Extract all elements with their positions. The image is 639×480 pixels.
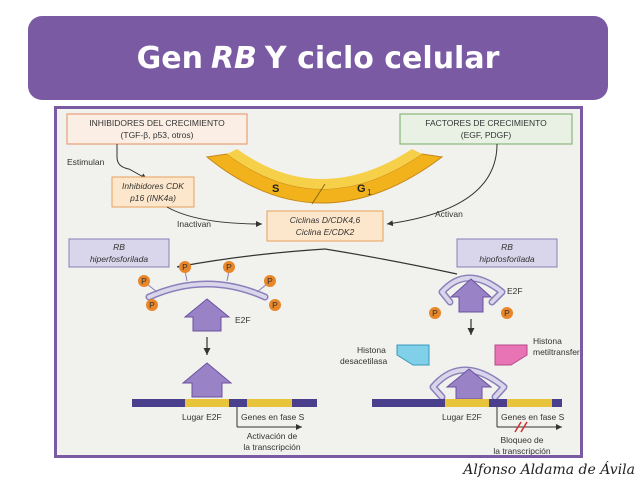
histone-methyltransferase: Histona metiltransferasa <box>494 336 580 366</box>
inhibitors-subtitle: (TGF-β, p53, otros) <box>121 130 194 140</box>
title-bar: Gen RB Y ciclo celular <box>28 16 608 100</box>
rb-hyper-line1: RB <box>113 242 125 252</box>
e2f-site-left: Lugar E2F <box>182 412 222 422</box>
phosphate-icon: P <box>179 261 191 282</box>
rb-hypo-box: RB hipofosforilada <box>456 238 558 268</box>
growth-factors-subtitle: (EGF, PDGF) <box>461 130 512 140</box>
rb-hyper-complex: P P P P P P <box>138 261 281 311</box>
e2f-label-left: E2F <box>235 315 251 325</box>
e2f-left-bound <box>181 362 233 398</box>
dna-right <box>372 399 562 407</box>
cdk-inhibitors-line2: p16 (INK4a) <box>129 193 176 203</box>
title-italic: RB <box>210 40 257 76</box>
phase-s-label: S <box>272 183 279 195</box>
svg-text:P: P <box>272 300 278 310</box>
slide-title: Gen RB Y ciclo celular <box>28 16 608 100</box>
author-signature: Alfonso Aldama de Ávila <box>463 462 635 478</box>
methyltransferase-line2: metiltransferasa <box>533 347 580 357</box>
e2f-label-right-top: E2F <box>507 286 523 296</box>
activate-label: Activan <box>435 209 463 219</box>
dna-left <box>132 399 317 407</box>
svg-text:P: P <box>267 276 273 286</box>
phosphate-icon: P <box>269 299 281 311</box>
s-genes-right: Genes en fase S <box>501 412 565 422</box>
title-suffix: Y ciclo celular <box>264 40 500 76</box>
cdk-inhibitors-line1: Inhibidores CDK <box>122 181 184 191</box>
inhibitors-box: INHIBIDORES DEL CRECIMIENTO (TGF-β, p53,… <box>66 113 248 145</box>
rb-cell-cycle-diagram: INHIBIDORES DEL CRECIMIENTO (TGF-β, p53,… <box>66 113 580 455</box>
rb-hyper-line2: hiperfosforilada <box>90 254 148 264</box>
growth-factors-box: FACTORES DE CRECIMIENTO (EGF, PDGF) <box>399 113 573 145</box>
phosphate-icon: P <box>501 307 513 319</box>
stimulate-label: Estimulan <box>67 157 105 167</box>
phase-divider <box>311 183 326 205</box>
growth-factors-title: FACTORES DE CRECIMIENTO <box>425 118 547 128</box>
svg-text:P: P <box>149 300 155 310</box>
cyclins-box: Ciclinas D/CDK4,6 Ciclina E/CDK2 <box>266 210 384 242</box>
rb-hyper-box: RB hiperfosforilada <box>68 238 170 268</box>
svg-text:P: P <box>432 308 438 318</box>
stimulate-arrow <box>116 144 148 180</box>
svg-text:P: P <box>226 262 232 272</box>
activation-line1: Activación de <box>247 431 298 441</box>
inactivate-arrow <box>166 206 263 227</box>
methyltransferase-line1: Histona <box>533 336 562 346</box>
svg-text:P: P <box>504 308 510 318</box>
block-mark <box>514 421 522 433</box>
rb-hypo-bound <box>429 366 508 401</box>
deacetylase-line2: desacetilasa <box>340 356 388 366</box>
phosphate-icon: P <box>223 261 235 282</box>
svg-text:P: P <box>141 276 147 286</box>
phase-g1-label: G <box>357 183 366 195</box>
phase-g1-subscript: 1 <box>367 187 372 197</box>
phosphate-icon: P <box>429 307 441 319</box>
cdk-inhibitors-box: Inhibidores CDK p16 (INK4a) <box>111 176 195 208</box>
inactivate-label: Inactivan <box>177 219 211 229</box>
activation-line2: la transcripción <box>243 442 300 452</box>
s-genes-left: Genes en fase S <box>241 412 305 422</box>
title-prefix: Gen <box>136 40 203 76</box>
rb-hypo-line2: hipofosforilada <box>479 254 535 264</box>
phosphate-icon: P <box>146 299 158 311</box>
e2f-site-right: Lugar E2F <box>442 412 482 422</box>
curved-connector-left <box>176 248 326 270</box>
cyclins-line2: Ciclina E/CDK2 <box>296 227 355 237</box>
rb-hypo-line1: RB <box>501 242 513 252</box>
curved-connector-right <box>324 248 458 275</box>
block-line2: la transcripción <box>493 446 550 455</box>
deacetylase-line1: Histona <box>357 345 386 355</box>
cell-cycle-arc: S G 1 <box>205 149 444 205</box>
inhibitors-title: INHIBIDORES DEL CRECIMIENTO <box>89 118 225 128</box>
activate-arrow <box>386 143 498 227</box>
phosphate-icon: P <box>256 275 276 293</box>
block-line1: Bloqueo de <box>500 435 543 445</box>
cyclins-line1: Ciclinas D/CDK4,6 <box>290 215 361 225</box>
e2f-left-free: E2F <box>183 298 251 332</box>
phosphate-icon: P <box>138 275 158 293</box>
block-mark <box>520 421 528 433</box>
rb-hypo-complex: E2F P P <box>429 274 523 319</box>
svg-text:P: P <box>182 262 188 272</box>
histone-deacetylase: Histona desacetilasa <box>340 344 430 366</box>
